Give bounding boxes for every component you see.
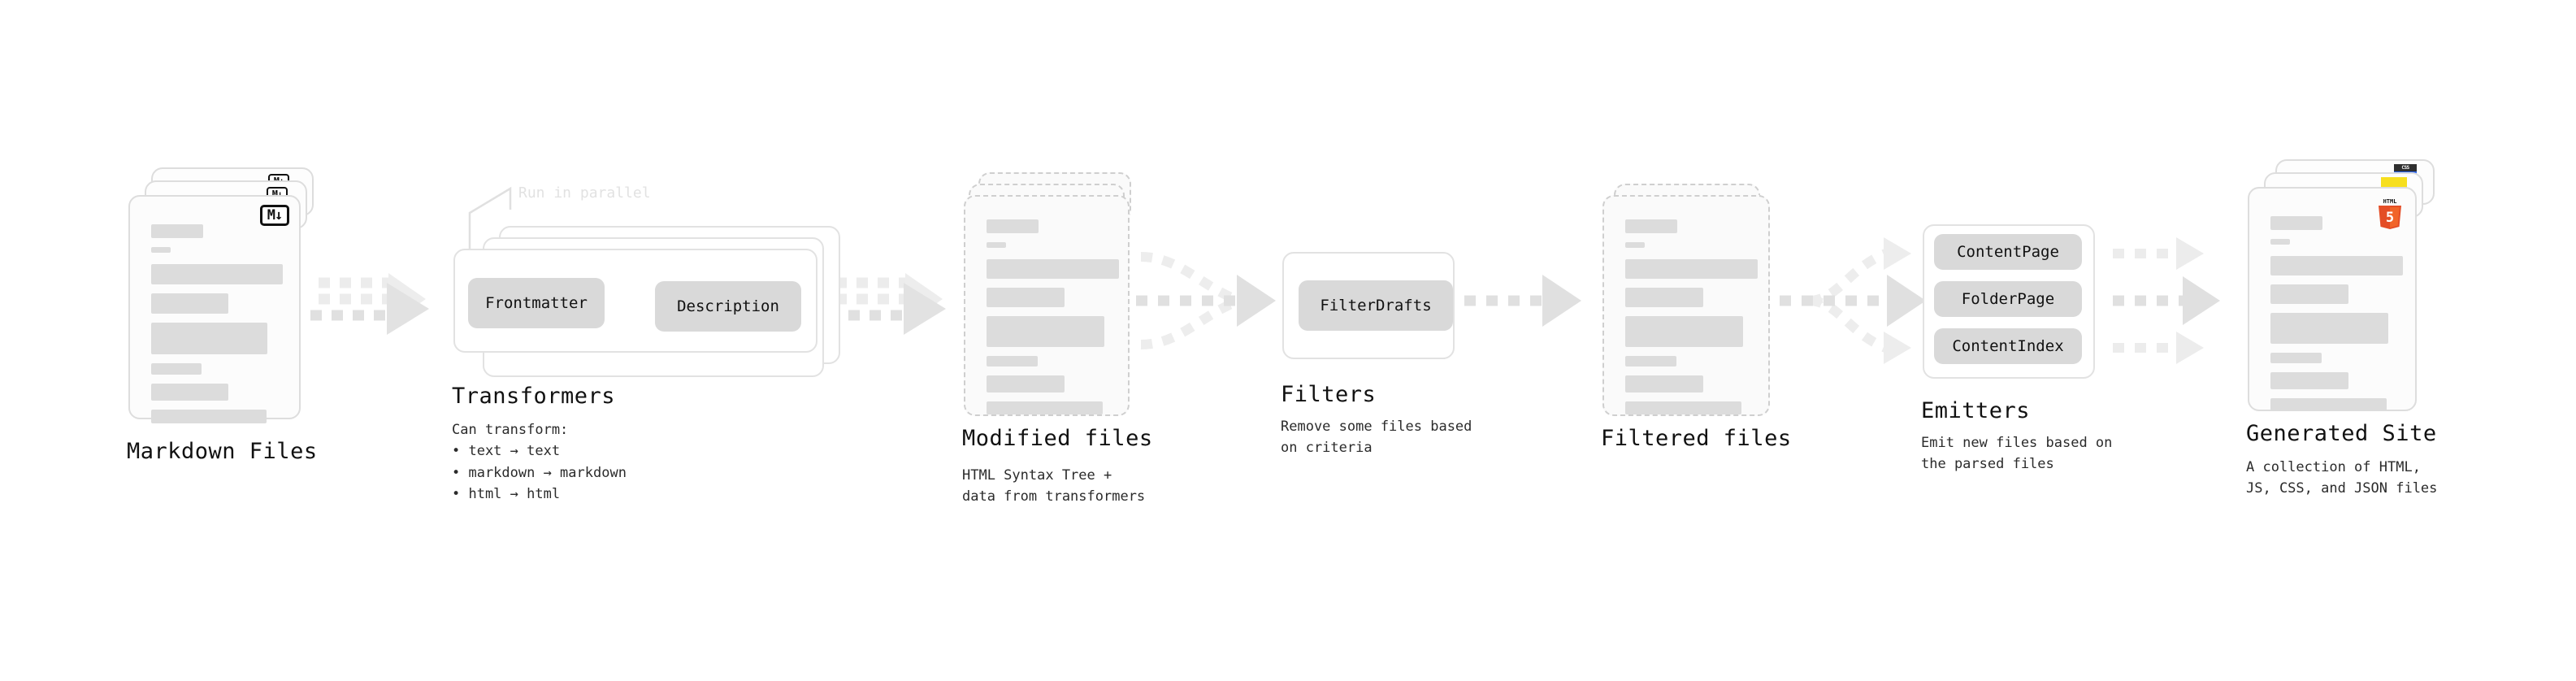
bar [987, 356, 1038, 367]
pill-folderpage[interactable]: FolderPage [1934, 281, 2082, 317]
html5-badge-number: 5 [2386, 210, 2394, 226]
arrow-filters-to-filtered [1464, 275, 1581, 327]
bar [2270, 256, 2403, 275]
stage-desc-generated-site: A collection of HTML, JS, CSS, and JSON … [2246, 459, 2438, 497]
css-badge-label: CSS [2394, 164, 2417, 171]
bar [151, 410, 267, 423]
filtered-card-bars [1625, 219, 1758, 423]
stage-title-emitters: Emitters [1921, 398, 2031, 423]
pill-frontmatter[interactable]: Frontmatter [468, 278, 605, 328]
stage-title-generated-site: Generated Site [2246, 421, 2437, 446]
stage-title-markdown-files: Markdown Files [127, 439, 318, 464]
bar [2270, 239, 2290, 245]
pill-description[interactable]: Description [655, 281, 801, 332]
bar [151, 323, 267, 354]
modified-card-bars [987, 219, 1119, 423]
bar [2270, 216, 2322, 230]
svg-text:HTML: HTML [2383, 198, 2397, 205]
bar [987, 288, 1065, 307]
stage-desc-filters: Remove some files based on criteria [1281, 419, 1472, 457]
bar [1625, 401, 1741, 414]
bar [2270, 313, 2388, 344]
bar [987, 242, 1006, 248]
filtered-card-front[interactable] [1602, 195, 1770, 416]
stage-title-modified-files: Modified files [962, 426, 1153, 451]
bar [987, 316, 1104, 347]
bar [1625, 316, 1743, 347]
bar [2270, 372, 2348, 389]
bar [1625, 259, 1758, 279]
bar [1625, 288, 1703, 307]
run-in-parallel-label: Run in parallel [518, 184, 651, 202]
markdown-card-bars [151, 224, 283, 432]
stage-desc-transformers: Can transform: • text → text • markdown … [452, 422, 627, 503]
bar [151, 363, 202, 375]
bar [1625, 242, 1645, 248]
bar [2270, 353, 2322, 363]
pill-contentpage[interactable]: ContentPage [1934, 234, 2082, 270]
bar [1625, 219, 1677, 233]
bar [151, 384, 228, 401]
bar [987, 259, 1119, 279]
arrow-transformers-to-modified [827, 273, 946, 335]
bar [151, 264, 283, 284]
bar [151, 224, 203, 238]
bar [1625, 356, 1676, 367]
modified-card-front[interactable] [964, 195, 1130, 416]
stage-title-transformers: Transformers [452, 384, 616, 409]
bar [987, 219, 1039, 233]
markdown-badge: M↓ [260, 205, 289, 226]
arrow-markdown-to-transformers [310, 273, 429, 335]
site-card-front[interactable]: HTML 5 [2248, 187, 2417, 411]
pill-contentindex[interactable]: ContentIndex [1934, 328, 2082, 364]
arrow-emitters-to-site [2113, 237, 2220, 364]
bar [151, 293, 228, 314]
bar [1625, 375, 1703, 393]
site-card-bars [2270, 216, 2403, 420]
bar [987, 375, 1065, 393]
arrow-filtered-to-emitters [1780, 237, 1926, 364]
bar [151, 247, 171, 253]
stage-desc-modified-files: HTML Syntax Tree + data from transformer… [962, 467, 1146, 505]
stage-title-filtered-files: Filtered files [1601, 426, 1792, 451]
bar [987, 401, 1103, 414]
markdown-card-front[interactable]: M↓ [128, 195, 301, 423]
html5-badge: HTML 5 [2379, 198, 2401, 229]
stage-desc-emitters: Emit new files based on the parsed files [1921, 435, 2113, 473]
bar [2270, 284, 2348, 304]
stage-title-filters: Filters [1281, 382, 1377, 407]
bar [2270, 398, 2387, 411]
arrow-modified-to-filters [1136, 252, 1276, 349]
pill-filterdrafts[interactable]: FilterDrafts [1299, 280, 1453, 331]
